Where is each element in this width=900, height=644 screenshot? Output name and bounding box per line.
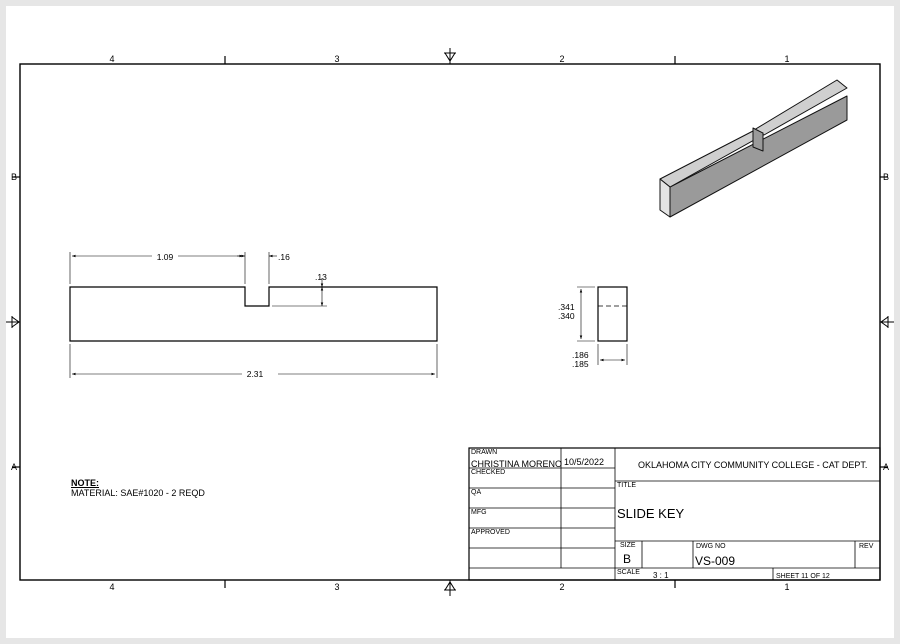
dwg-no-value: VS-009 xyxy=(695,554,736,568)
iso-front-face xyxy=(669,95,848,218)
dim-width-max: .186 xyxy=(572,350,589,360)
drawing-title: SLIDE KEY xyxy=(617,506,685,521)
zone-ticks xyxy=(12,56,888,588)
dim-notch-depth: .13 xyxy=(315,272,327,282)
zone-row-left-b: B xyxy=(11,172,17,182)
size-value: B xyxy=(623,552,632,566)
dim-height-max: .341 xyxy=(558,302,575,312)
dim-width-min: .185 xyxy=(572,359,589,369)
right-centering-mark xyxy=(880,316,894,328)
drawn-label: DRAWN xyxy=(471,449,498,456)
note-text: MATERIAL: SAE#1020 - 2 REQD xyxy=(71,488,205,498)
side-view: .341 .340 .186 .185 xyxy=(556,286,628,369)
note-heading: NOTE: xyxy=(71,478,99,488)
zone-col-bottom-2: 2 xyxy=(559,582,564,592)
qa-label: QA xyxy=(471,489,482,496)
zone-col-top-3: 3 xyxy=(334,54,339,64)
zone-row-right-a: A xyxy=(883,462,889,472)
drawn-date: 10/5/2022 xyxy=(564,457,605,467)
zone-row-right-b: B xyxy=(883,172,889,182)
size-label: SIZE xyxy=(620,542,636,549)
approved-label: APPROVED xyxy=(471,529,510,536)
scale-label: SCALE xyxy=(617,569,640,576)
iso-notch-face xyxy=(752,127,764,152)
mfg-label: MFG xyxy=(471,509,487,516)
drawn-by: CHRISTINA MORENO xyxy=(471,459,563,469)
dim-notch-width: .16 xyxy=(278,252,290,262)
checked-label: CHECKED xyxy=(471,469,506,476)
dwg-no-label: DWG NO xyxy=(696,543,726,550)
front-view-outline xyxy=(69,286,438,342)
zone-col-top-2: 2 xyxy=(559,54,564,64)
drawing-sheet: 4 3 2 1 4 3 2 1 B A B A xyxy=(6,6,894,638)
centering-marks xyxy=(6,48,894,596)
dim-notch-position: 1.09 xyxy=(157,252,174,262)
zone-col-top-1: 1 xyxy=(784,54,789,64)
iso-end-face xyxy=(659,178,671,218)
dim-overall-length: 2.31 xyxy=(247,369,264,379)
zone-col-bottom-4: 4 xyxy=(109,582,114,592)
top-centering-mark xyxy=(444,48,456,64)
dim-height-min: .340 xyxy=(558,311,575,321)
zone-row-left-a: A xyxy=(11,462,17,472)
title-block xyxy=(468,447,881,581)
isometric-view xyxy=(659,79,848,218)
title-label: TITLE xyxy=(617,482,637,489)
side-view-outline xyxy=(597,286,628,342)
bottom-centering-mark xyxy=(444,580,456,596)
left-centering-mark xyxy=(6,316,20,328)
zone-col-bottom-1: 1 xyxy=(784,582,789,592)
front-view: 1.09 .16 .13 2.31 xyxy=(69,251,438,379)
zone-col-top-4: 4 xyxy=(109,54,114,64)
drawing-canvas: 4 3 2 1 4 3 2 1 B A B A xyxy=(6,48,894,596)
sheet-number: SHEET 11 OF 12 xyxy=(776,573,830,580)
front-view-dimension-lines xyxy=(72,254,435,376)
scale-value: 3 : 1 xyxy=(653,571,669,580)
zone-col-bottom-3: 3 xyxy=(334,582,339,592)
zone-labels: 4 3 2 1 4 3 2 1 B A B A xyxy=(11,54,889,592)
front-view-extension-lines xyxy=(69,252,438,378)
rev-label: REV xyxy=(859,543,874,550)
company-name: OKLAHOMA CITY COMMUNITY COLLEGE - CAT DE… xyxy=(638,460,868,470)
